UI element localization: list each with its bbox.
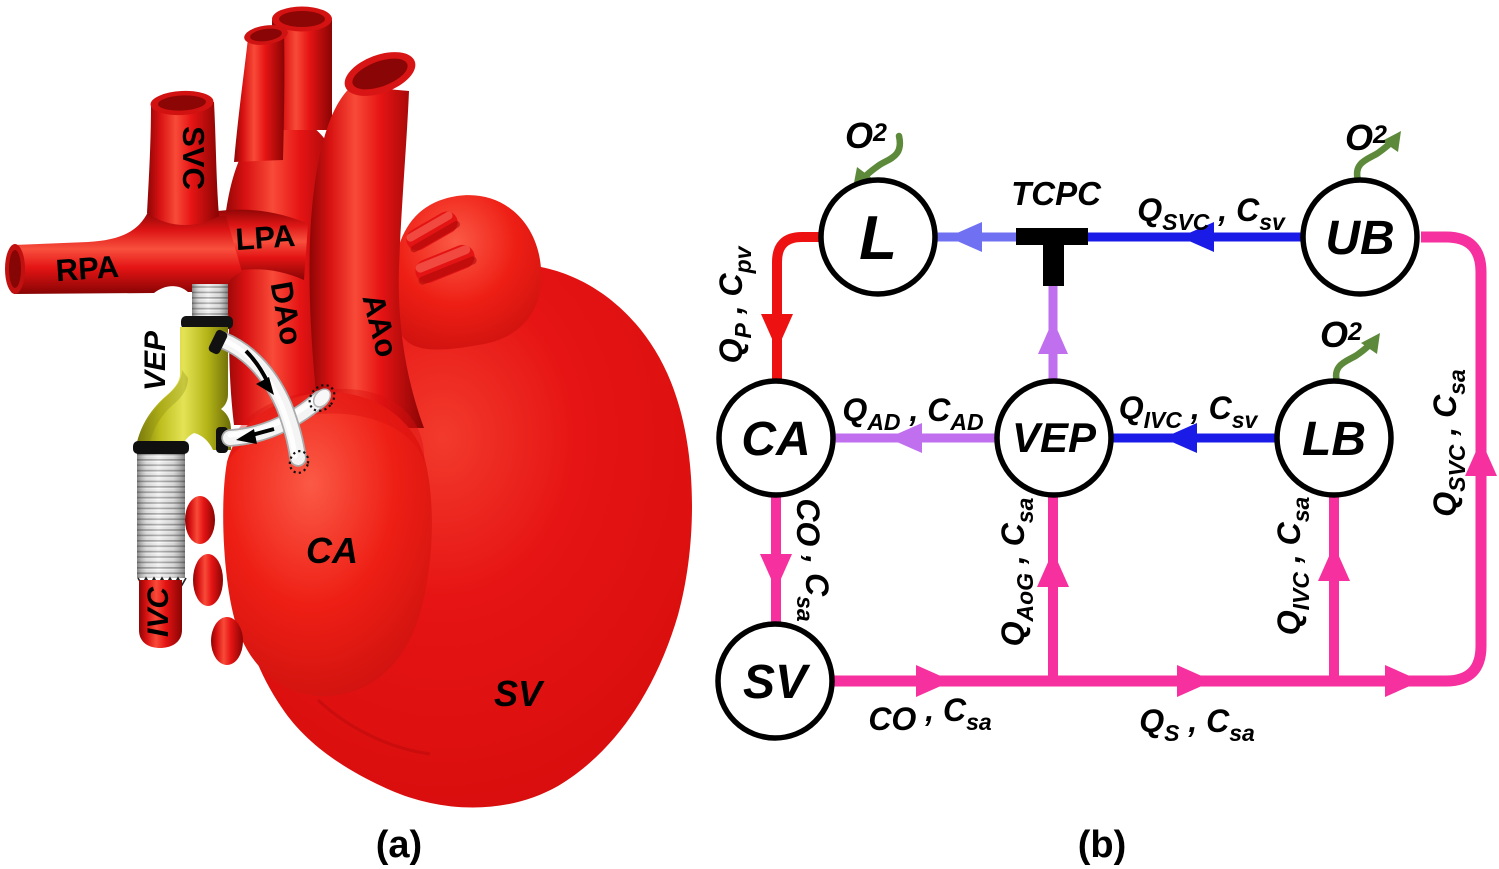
edge-label-qaog: QAoG , Csa — [995, 497, 1038, 646]
edge-label-co-bottom: CO , Csa — [868, 692, 992, 737]
o2-label-lb: O2 — [1320, 314, 1362, 355]
o2-label-ub: O2 — [1345, 117, 1387, 158]
node-ub — [1300, 177, 1420, 297]
arrowhead-qaog-up — [1037, 551, 1069, 587]
arrowhead-right-up — [1465, 440, 1497, 476]
tcpc-label: TCPC — [1011, 175, 1102, 212]
caption-a: (a) — [376, 824, 422, 866]
label-ivc: IVC — [142, 586, 175, 637]
node-label-sv: SV — [743, 656, 811, 709]
node-sv — [715, 621, 835, 741]
edge-label-qsvc-sa: QSVC , Csa — [1427, 369, 1470, 517]
shunt-flow-arrow-down — [244, 349, 274, 395]
label-svc: SVC — [176, 126, 211, 190]
aortic-branch-left — [234, 25, 288, 162]
node-label-lb: LB — [1302, 413, 1366, 466]
edge-label-qsvc-sv: QSVC , Csv — [1137, 192, 1286, 235]
edge-qp — [772, 232, 822, 381]
atrial-stub-2 — [415, 244, 477, 285]
aao-vessel — [309, 52, 424, 428]
label-vep: VEP — [139, 330, 172, 391]
o2-arrow-ub — [1353, 131, 1401, 184]
node-vep — [994, 378, 1114, 498]
arrowhead-sv-right-2 — [1177, 665, 1213, 697]
suture-ring-lower — [288, 450, 310, 474]
node-l — [818, 177, 938, 297]
pulmonary-vein-bumps — [185, 496, 243, 665]
corrugated-tube-upper — [181, 284, 233, 329]
edge-label-qs: QS , Csa — [1139, 703, 1255, 746]
suture-line-ivc — [137, 576, 187, 587]
arrowhead-sv-right-1 — [916, 665, 952, 697]
node-lb — [1274, 378, 1394, 498]
shunt-arm-lower — [221, 384, 336, 447]
arrowhead-sv-right-3 — [1385, 665, 1421, 697]
edge-label-qad: QAD , CAD — [842, 392, 983, 435]
node-label-l: L — [859, 204, 897, 273]
arrowhead-qivc-up — [1318, 545, 1350, 581]
suture-ring-upper — [308, 384, 336, 412]
corrugated-tube-lower — [133, 441, 189, 587]
label-ca: CA — [306, 530, 358, 571]
rpa-junction — [5, 212, 242, 294]
node-label-ca: CA — [741, 413, 810, 466]
aortic-branch-center — [272, 6, 332, 130]
shunt-flow-arrow-left — [236, 427, 275, 444]
right-atrium-lobe — [393, 195, 542, 350]
panel-a-heart-model: SVC RPA LPA DAo AAo VEP IVC CA SV (a) — [5, 6, 692, 866]
o2-label-lung: O2 — [845, 115, 887, 156]
caption-b: (b) — [1078, 824, 1127, 866]
vep-elbow-shading — [139, 370, 188, 446]
heart-bottom-crease — [316, 698, 431, 756]
arrowhead-co-down — [760, 554, 792, 590]
panel-b-diagram: L UB CA VEP LB SV O2 O2 O2 TCPC QP , Cpv… — [713, 115, 1497, 866]
svc-tube — [147, 90, 219, 226]
node-ca — [716, 378, 836, 498]
edge-label-qp: QP , Cpv — [713, 245, 756, 363]
shunt-arm-upper — [208, 329, 310, 474]
arrowhead-qad-left — [888, 423, 922, 453]
arrowhead-vep-tcpc — [1038, 320, 1068, 354]
o2-arrow-lb — [1332, 333, 1380, 386]
node-label-vep: VEP — [1012, 414, 1097, 461]
node-label-ub: UB — [1325, 212, 1394, 265]
tcpc-junction — [1016, 228, 1088, 286]
arrowhead-tcpc-l — [948, 222, 982, 252]
edge-label-qivc-sa: QIVC , Csa — [1271, 496, 1314, 635]
label-rpa: RPA — [55, 249, 120, 288]
arrowhead-qp-down — [761, 314, 793, 350]
edge-label-co-down: CO , Csa — [790, 498, 835, 622]
edge-label-qivc-sv: QIVC , Csv — [1119, 390, 1259, 433]
label-lpa: LPA — [234, 218, 296, 257]
arrowhead-qsvc-left — [1180, 222, 1214, 252]
arrowhead-qivc-left — [1163, 423, 1197, 453]
label-sv: SV — [494, 673, 545, 714]
atrial-stub-1 — [406, 211, 460, 253]
ivc-tube — [139, 580, 182, 648]
